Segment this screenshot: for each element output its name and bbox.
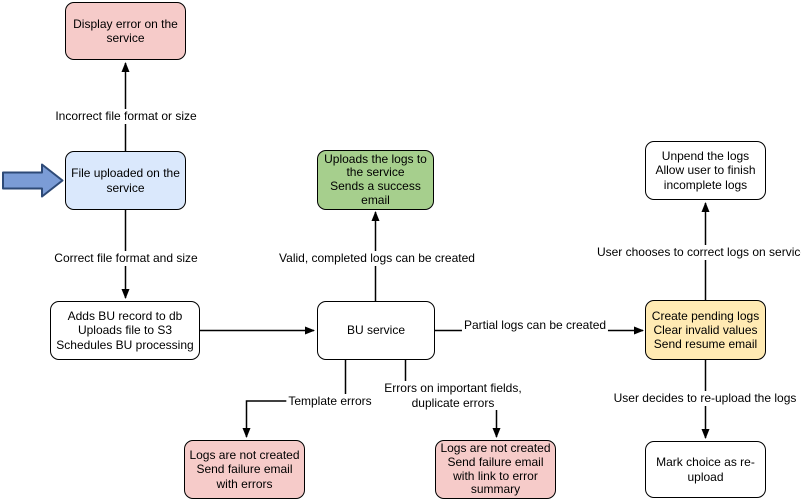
edge-label-important-errors: Errors on important fields, duplicate er… (382, 381, 524, 410)
edge-label-incorrect-format: Incorrect file format or size (53, 109, 199, 124)
edge-label-user-reuploads: User decides to re-upload the logs (611, 391, 799, 406)
node-mark-reupload: Mark choice as re- upload (645, 441, 766, 498)
node-uploads-logs-success: Uploads the logs to the service Sends a … (317, 150, 434, 210)
edge-label-partial-logs: Partial logs can be created (461, 318, 609, 333)
node-unpend-logs: Unpend the logs Allow user to finish inc… (645, 141, 766, 200)
edge-label-template-errors: Template errors (286, 394, 374, 409)
node-logs-not-created-fields: Logs are not created Send failure email … (435, 440, 556, 499)
edge-label-valid-logs: Valid, completed logs can be created (277, 251, 477, 266)
node-bu-service: BU service (317, 301, 435, 360)
entry-arrow-icon (2, 163, 64, 198)
node-adds-bu-record: Adds BU record to db Uploads file to S3 … (50, 301, 200, 360)
node-create-pending-logs: Create pending logs Clear invalid values… (645, 300, 766, 360)
edge-label-correct-format: Correct file format and size (52, 251, 200, 266)
node-display-error: Display error on the service (65, 2, 186, 60)
node-logs-not-created-template: Logs are not created Send failure email … (184, 440, 305, 499)
node-file-uploaded: File uploaded on the service (65, 151, 186, 210)
edge-label-user-corrects: User chooses to correct logs on service (594, 245, 801, 260)
